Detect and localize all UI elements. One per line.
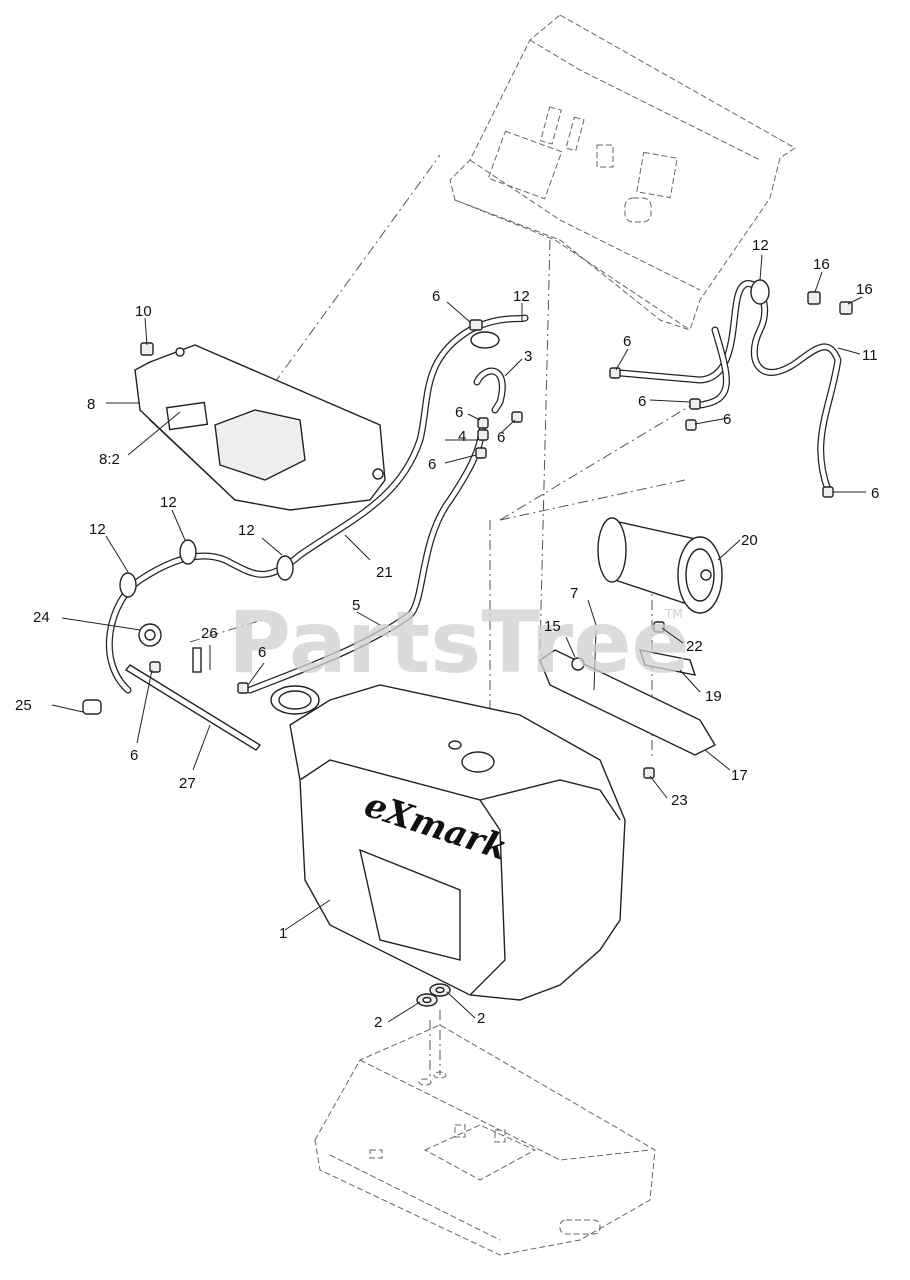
fuel-hoses (105, 280, 842, 694)
callout-12: 12 (752, 237, 769, 254)
callout-4: 4 (458, 428, 466, 445)
callout-25: 25 (15, 697, 32, 714)
lower-frame-assembly (314, 1024, 656, 1256)
callout-6: 6 (130, 747, 138, 764)
callout-22: 22 (686, 638, 703, 655)
callout-12: 12 (513, 288, 530, 305)
callout-19: 19 (705, 688, 722, 705)
watermark-trademark: TM (664, 607, 683, 621)
callout-6: 6 (432, 288, 440, 305)
callout-6: 6 (638, 393, 646, 410)
callout-6: 6 (623, 333, 631, 350)
hose-fittings (149, 291, 853, 694)
callout-6: 6 (455, 404, 463, 421)
callout-8: 8 (87, 396, 95, 413)
callout-20: 20 (741, 532, 758, 549)
upper-frame-assembly (449, 14, 796, 331)
callout-12: 12 (238, 522, 255, 539)
callout-27: 27 (179, 775, 196, 792)
tank-grommets (416, 983, 451, 1007)
misc-small-parts (82, 623, 262, 751)
callout-21: 21 (376, 564, 393, 581)
callout-23: 23 (671, 792, 688, 809)
callout-6: 6 (428, 456, 436, 473)
hose-clamps (119, 279, 770, 598)
callout-2: 2 (477, 1010, 485, 1027)
canister-mounting-parts (539, 621, 716, 779)
callout-2: 2 (374, 1014, 382, 1031)
callout-6: 6 (497, 429, 505, 446)
callout-15: 15 (544, 618, 561, 635)
callout-6: 6 (258, 644, 266, 661)
callout-16: 16 (856, 281, 873, 298)
callout-16: 16 (813, 256, 830, 273)
callout-labels: 1 2 2 3 4 5 6 6 6 6 6 6 6 6 6 6 7 8 8:2 … (15, 237, 879, 1031)
callout-3: 3 (524, 348, 532, 365)
fuel-tank-shield (134, 344, 386, 511)
callout-7: 7 (570, 585, 578, 602)
callout-17: 17 (731, 767, 748, 784)
fuel-tank: eXmark (270, 684, 626, 1001)
callout-leader-lines (51, 254, 866, 1023)
callout-24: 24 (33, 609, 50, 626)
callout-1: 1 (279, 925, 287, 942)
watermark: PartsTree (228, 593, 690, 693)
callout-11: 11 (862, 347, 878, 364)
callout-10: 10 (135, 303, 152, 320)
callout-12: 12 (160, 494, 177, 511)
callout-6: 6 (723, 411, 731, 428)
callout-12: 12 (89, 521, 106, 538)
callout-8-2: 8:2 (99, 451, 120, 468)
charcoal-canister (597, 517, 723, 614)
callout-26: 26 (201, 625, 218, 642)
callout-6: 6 (871, 485, 879, 502)
callout-5: 5 (352, 597, 360, 614)
